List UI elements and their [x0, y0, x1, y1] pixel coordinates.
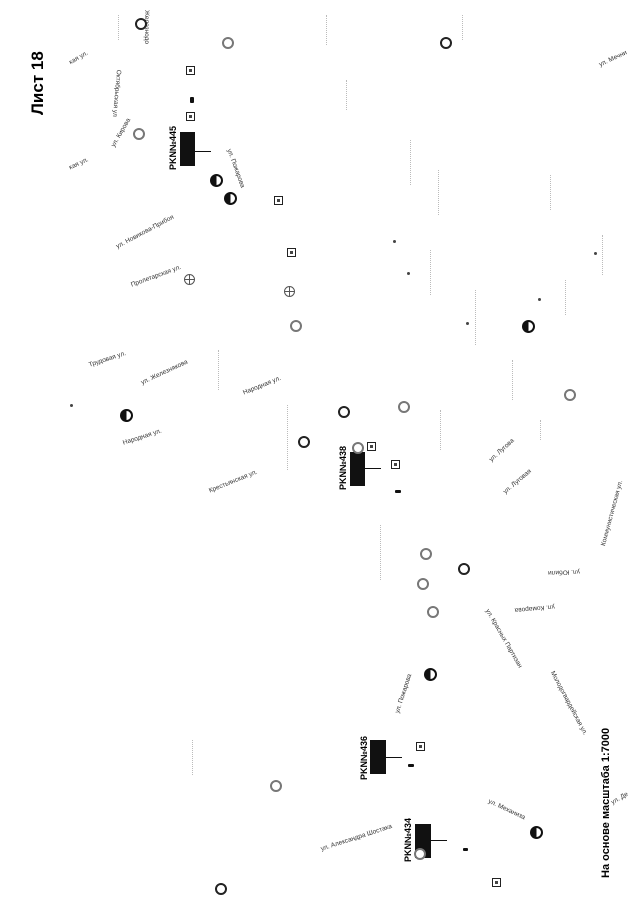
street-label: Коммунистическая ул.	[600, 479, 625, 547]
street-label: ул. Механиза	[487, 798, 527, 822]
street-label: ул. Кирова	[110, 117, 133, 149]
half-circle-symbol-icon	[224, 192, 237, 205]
street-label: ул. Юбили	[547, 568, 580, 577]
cross-circle-symbol-icon	[284, 286, 295, 297]
circle-symbol-icon	[352, 442, 364, 454]
circle-symbol-icon	[440, 37, 452, 49]
pk-marker-label: PKN№434	[403, 817, 413, 862]
circle-symbol-icon	[427, 606, 439, 618]
circle-symbol-icon	[564, 389, 576, 401]
square-symbol-icon	[186, 66, 195, 75]
circle-symbol-icon	[458, 563, 470, 575]
street-label: Октябрьская ул	[110, 69, 122, 118]
street-label: ул. Пожарова	[225, 148, 246, 189]
half-circle-symbol-icon	[522, 320, 535, 333]
circle-symbol-icon	[222, 37, 234, 49]
sheet-title: Лист 18	[28, 51, 47, 115]
street-label: Молодогвардейская ул.	[548, 670, 589, 737]
square-symbol-icon	[287, 248, 296, 257]
street-label: Пролетарская ул.	[130, 263, 183, 289]
square-symbol-icon	[186, 112, 195, 121]
circle-symbol-icon	[398, 401, 410, 413]
street-label: ул. Лугова	[488, 437, 516, 464]
street-label: ул. Мечни	[598, 49, 629, 69]
circle-symbol-icon	[417, 578, 429, 590]
square-symbol-icon	[416, 742, 425, 751]
circle-symbol-icon	[414, 848, 426, 860]
square-symbol-icon	[274, 196, 283, 205]
pk-marker-label: PKN№438	[338, 445, 348, 490]
street-label: ул. Пожарова	[394, 673, 414, 715]
street-label: ул. Комарова	[514, 603, 555, 614]
street-label: Крестьянская ул.	[208, 468, 259, 495]
circle-symbol-icon	[338, 406, 350, 418]
pk-marker-label: PKN№436	[359, 735, 369, 780]
street-label: ул. Де	[610, 790, 630, 807]
half-circle-symbol-icon	[210, 174, 223, 187]
street-label: кая ул.	[68, 49, 90, 67]
circle-symbol-icon	[215, 883, 227, 895]
circle-symbol-icon	[135, 18, 147, 30]
street-label: ул. Новикова-Прибоя	[115, 213, 176, 251]
half-circle-symbol-icon	[530, 826, 543, 839]
square-symbol-icon	[492, 878, 501, 887]
pk-marker-label: PKN№445	[168, 125, 178, 170]
scale-note: На основе масштаба 1:7000	[600, 727, 612, 878]
circle-symbol-icon	[298, 436, 310, 448]
street-label: Народная ул.	[122, 427, 163, 447]
circle-symbol-icon	[420, 548, 432, 560]
street-label: ул. Александра Шостака	[320, 823, 393, 853]
half-circle-symbol-icon	[424, 668, 437, 681]
street-label: Народная ул.	[242, 374, 283, 397]
circle-symbol-icon	[290, 320, 302, 332]
street-label: ул. Железнякова	[140, 358, 189, 387]
circle-symbol-icon	[133, 128, 145, 140]
cross-circle-symbol-icon	[184, 274, 195, 285]
street-label: ул. Луговая	[502, 467, 533, 496]
half-circle-symbol-icon	[120, 409, 133, 422]
square-symbol-icon	[391, 460, 400, 469]
square-symbol-icon	[367, 442, 376, 451]
street-label: Трудовая ул.	[88, 350, 127, 369]
circle-symbol-icon	[270, 780, 282, 792]
street-label: ул. Красных Партизан	[483, 608, 524, 670]
street-label: кая ул.	[68, 156, 90, 172]
